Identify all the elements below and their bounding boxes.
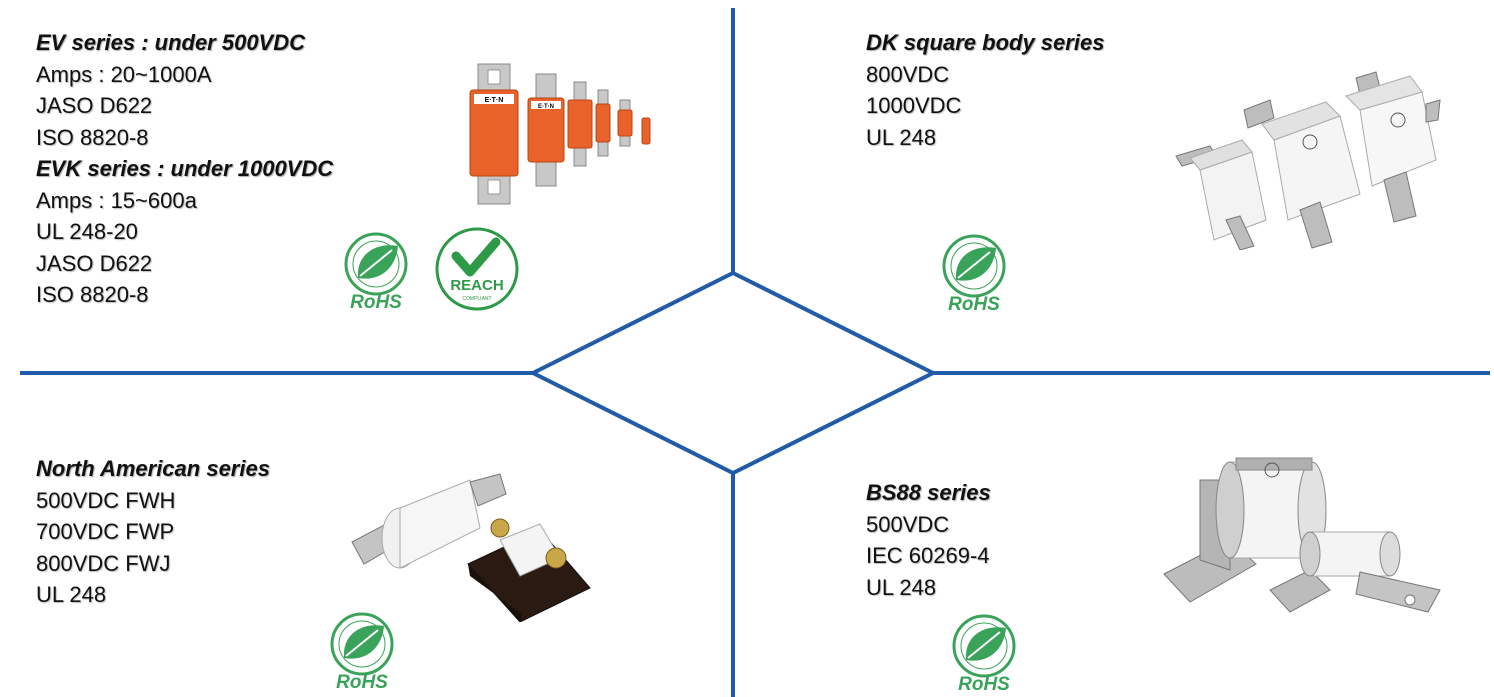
evk-spec-line: ISO 8820-8 xyxy=(36,282,149,307)
svg-text:E·T·N: E·T·N xyxy=(485,97,504,104)
svg-text:REACH: REACH xyxy=(450,277,503,294)
evk-spec-line: JASO D622 xyxy=(36,250,153,276)
dk-fuse-large xyxy=(1345,71,1441,223)
evk-spec-line: UL 248-20 xyxy=(36,219,138,244)
ev-series-text: EV series : under 500VDC Amps : 20~1000A… xyxy=(36,27,333,311)
bs88-spec-line: 500VDC xyxy=(866,511,950,537)
svg-text:RoHS: RoHS xyxy=(948,294,1000,314)
dk-fuse-small xyxy=(1175,139,1267,250)
svg-text:E·T·N: E·T·N xyxy=(538,104,554,110)
na-spec-line: UL 248 xyxy=(36,582,107,607)
dk-series-title: DK square body series xyxy=(866,30,1105,55)
dk-series-text: DK square body series 800VDC 1000VDC UL … xyxy=(866,27,1104,153)
evk-spec-line: Amps : 15~600a xyxy=(36,187,197,213)
rohs-badge-bs88: RoHS xyxy=(952,614,1016,695)
bs88-series-text: BS88 series 500VDC IEC 60269-4 UL 248 xyxy=(866,477,991,603)
na-fuse-loose xyxy=(351,473,507,569)
na-fuse-holder xyxy=(467,518,591,622)
ev-spec-line: Amps : 20~1000A xyxy=(36,61,212,87)
bs88-spec-line: IEC 60269-4 xyxy=(866,543,990,568)
rohs-badge-dk: RoHS xyxy=(942,234,1006,314)
center-diamond xyxy=(528,270,938,476)
ev-fuse-mini xyxy=(595,89,651,157)
bs88-fuse-small xyxy=(1269,531,1441,613)
bs88-fuses-photo xyxy=(1163,457,1441,613)
ev-spec-line: ISO 8820-8 xyxy=(36,124,149,150)
ev-fuse-large: E·T·N xyxy=(469,63,519,205)
bs88-spec-line: UL 248 xyxy=(866,574,937,600)
dk-spec-line: UL 248 xyxy=(866,124,937,150)
ev-series-title: EV series : under 500VDC xyxy=(36,30,306,55)
ev-fuse-small xyxy=(567,81,593,167)
ev-fuses-photo: E·T·N E·T·N xyxy=(469,63,651,205)
svg-text:RoHS: RoHS xyxy=(336,672,388,693)
north-american-fuses-photo xyxy=(351,473,591,622)
dk-fuse-medium xyxy=(1243,99,1361,249)
reach-badge: REACH COMPLIANT xyxy=(435,227,519,311)
dk-spec-line: 800VDC xyxy=(866,61,950,87)
ev-spec-line: JASO D622 xyxy=(36,93,153,118)
dk-fuses-photo xyxy=(1175,71,1441,250)
bs88-fuse-large xyxy=(1163,457,1327,603)
evk-series-title: EVK series : under 1000VDC xyxy=(36,156,334,181)
rohs-badge-ev: RoHS xyxy=(344,232,408,312)
ev-fuse-medium: E·T·N xyxy=(527,73,565,187)
north-american-series-title: North American series xyxy=(36,456,270,481)
bs88-series-title: BS88 series xyxy=(866,480,991,505)
na-spec-line: 500VDC FWH xyxy=(36,487,176,513)
north-american-series-text: North American series 500VDC FWH 700VDC … xyxy=(36,453,270,611)
rohs-badge-na: RoHS xyxy=(330,612,394,693)
na-spec-line: 800VDC FWJ xyxy=(36,550,171,576)
dk-spec-line: 1000VDC xyxy=(866,93,962,118)
svg-text:RoHS: RoHS xyxy=(350,292,402,312)
svg-text:COMPLIANT: COMPLIANT xyxy=(462,296,491,302)
svg-text:RoHS: RoHS xyxy=(958,674,1010,695)
na-spec-line: 700VDC FWP xyxy=(36,519,175,544)
